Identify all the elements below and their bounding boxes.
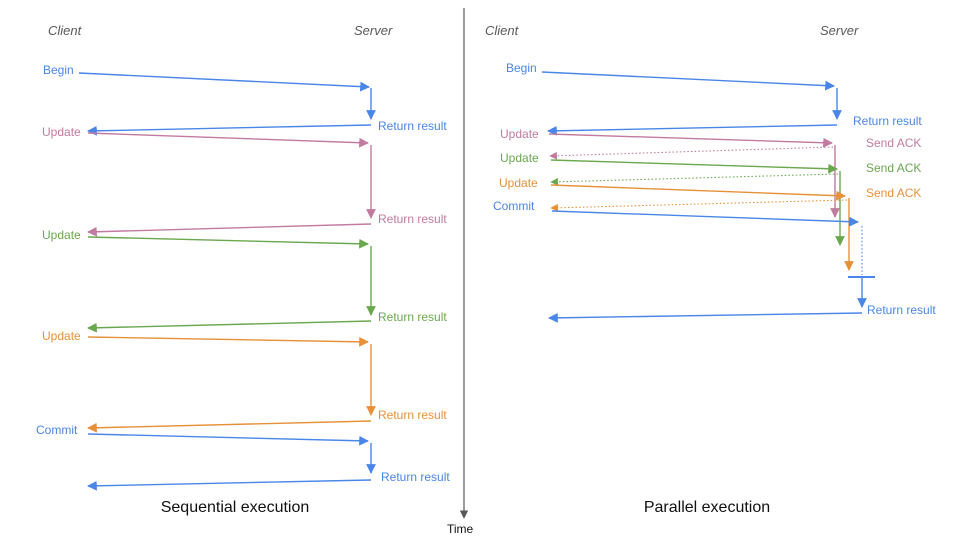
seq-client-label: Client [48,23,82,38]
par-begin-label: Begin [506,61,537,75]
par-update3-ack-arrow [550,199,848,212]
seq-update3-request-arrow [87,336,369,347]
seq-update2-request-arrow [87,236,369,249]
seq-begin-return-arrow [87,124,372,136]
seq-begin-request-arrow [78,72,370,92]
par-client-label: Client [485,23,519,38]
seq-update1-return-arrow [87,223,372,237]
par-commit-response-label: Return result [867,303,936,317]
par-commit-request-arrow [551,210,859,227]
seq-update3-label: Update [42,329,81,343]
seq-diagram-title: Sequential execution [160,499,310,516]
par-begin-response-label: Return result [853,114,922,128]
par-update3-ack-label: Send ACK [866,186,922,200]
par-update3-request-arrow [550,184,846,201]
par-update2-ack-arrow [550,173,839,186]
seq-commit-label: Commit [36,423,78,437]
par-update1-request-arrow [548,133,833,148]
seq-update2-label: Update [42,228,81,242]
par-begin-request-arrow [541,71,835,91]
seq-begin-response-label: Return result [378,119,447,133]
par-update2-request-arrow [550,159,838,174]
seq-server-label: Server [354,23,393,38]
par-update1-ack-arrow [549,146,834,160]
seq-update3-response-label: Return result [378,408,447,422]
time-axis-label: Time [447,522,474,536]
par-commit-label: Commit [493,199,535,213]
par-update1-ack-label: Send ACK [866,136,922,150]
seq-update1-request-arrow [87,132,369,148]
par-begin-return-arrow [547,124,838,136]
seq-update2-response-label: Return result [378,310,447,324]
par-update2-label: Update [500,151,539,165]
par-update1-label: Update [500,127,539,141]
seq-update3-return-arrow [87,420,372,433]
seq-begin-label: Begin [43,63,74,77]
seq-update1-response-label: Return result [378,212,447,226]
par-update3-label: Update [499,176,538,190]
par-server-label: Server [820,23,859,38]
seq-update2-return-arrow [87,320,372,333]
seq-commit-response-label: Return result [381,470,450,484]
par-update2-ack-label: Send ACK [866,161,922,175]
seq-commit-request-arrow [87,433,369,446]
par-commit-return-arrow [548,312,863,323]
par-diagram-title: Parallel execution [643,499,771,516]
seq-update1-label: Update [42,125,81,139]
seq-commit-return-arrow [87,479,372,491]
